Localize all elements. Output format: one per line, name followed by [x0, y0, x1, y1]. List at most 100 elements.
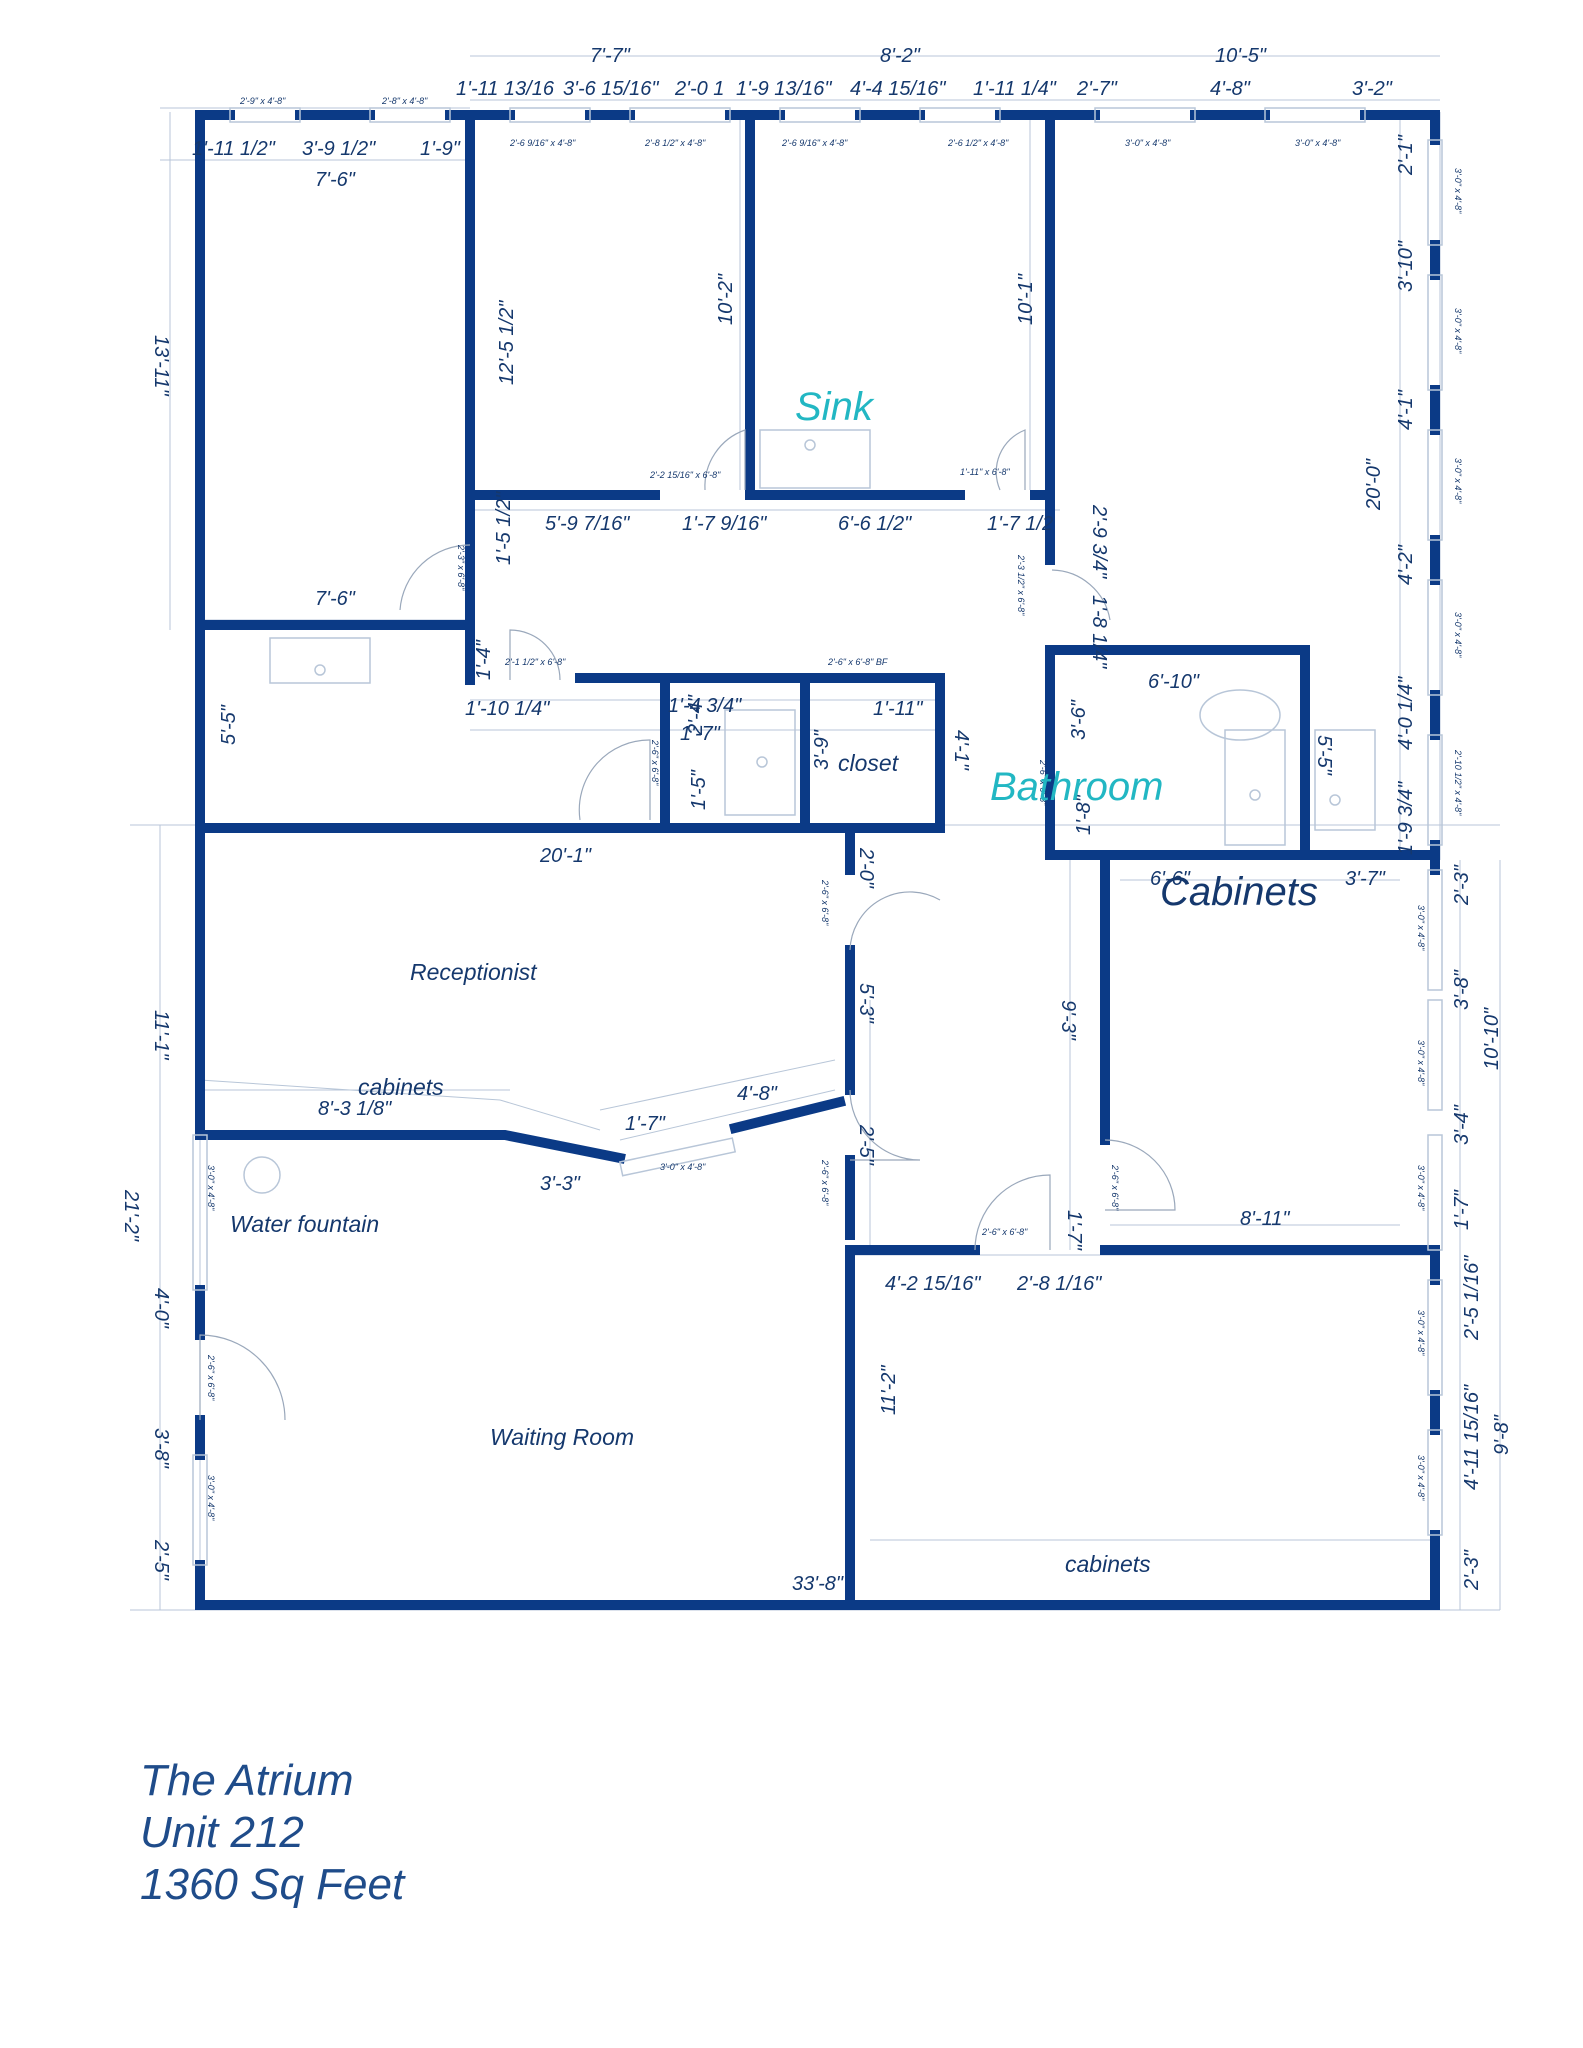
dim-room2-height: 12'-5 1/2" — [496, 300, 518, 385]
dim-small-vert-1: 1'-5 1/2" — [493, 491, 515, 565]
title-block: The Atrium Unit 212 1360 Sq Feet — [140, 1755, 740, 1911]
door-label: 2'-3 1/2" x 6'-8" — [1016, 554, 1026, 616]
dim-hall-4: 1'-7 1/2 — [987, 513, 1053, 535]
dim-right-seg-5: 4'-0 1/4" — [1395, 676, 1417, 750]
dim-diag-2: 4'-8" — [737, 1083, 778, 1105]
window-label: 3'-0" x 4'-8" — [1416, 1165, 1426, 1211]
dim-topleft-3: 1'-9" — [420, 138, 461, 160]
dim-row-5: 4'-4 15/16" — [850, 78, 946, 100]
dim-right-bottom-4: 9'-8" — [1491, 1414, 1513, 1455]
title-building: The Atrium — [140, 1756, 354, 1805]
title-area: 1360 Sq Feet — [140, 1860, 405, 1909]
dim-row-6: 1'-11 1/4" — [973, 78, 1057, 100]
dim-closet-1: 1'-11" — [873, 698, 923, 720]
door-label: 2'-3" x 6'-8" — [456, 544, 466, 591]
door-label: 2'-6" x 6'-8" — [206, 1354, 216, 1401]
dim-left-seg-2: 3'-8" — [150, 1428, 172, 1469]
dim-right-bottom-3: 2'-3" — [1461, 1549, 1483, 1591]
title-unit: Unit 212 — [140, 1808, 304, 1857]
dim-bath-1: 6'-10" — [1148, 671, 1200, 693]
dim-room1-height: 13'-11" — [150, 335, 172, 396]
door-label: 2'-1 1/2" x 6'-8" — [504, 657, 566, 667]
door-label: 2'-6" x 6'-8" — [820, 1159, 830, 1206]
dim-waiting-side: 2'-5" — [855, 1124, 877, 1166]
dim-top-1: 7'-7" — [590, 45, 631, 67]
window-label: 3'-0" x 4'-8" — [206, 1475, 216, 1521]
dim-smallbath-4: 1'-5" — [688, 769, 710, 810]
dim-top-3: 10'-5" — [1215, 45, 1267, 67]
window-label: 2'-6 9/16" x 4'-8" — [781, 138, 848, 148]
dim-cabinets: 8'-3 1/8" — [318, 1098, 392, 1120]
window-label: 2'-6 1/2" x 4'-8" — [947, 138, 1009, 148]
room-label-water-fountain: Water fountain — [230, 1211, 379, 1237]
dim-left-seg-3: 2'-5" — [150, 1539, 172, 1581]
window-label: 3'-0" x 4'-8" — [206, 1165, 216, 1211]
dim-hall-1: 5'-9 7/16" — [545, 513, 630, 535]
window-label: 2'-8 1/2" x 4'-8" — [644, 138, 706, 148]
door-label: 2'-6" x 6'-8" BF — [827, 657, 888, 667]
room-label-waiting-room: Waiting Room — [490, 1424, 634, 1450]
dim-right-seg-4: 4'-2" — [1395, 544, 1417, 585]
dim-hall-vert-2: 1'-8 1/4" — [1088, 595, 1110, 669]
room-label-bathroom: Bathroom — [990, 765, 1163, 809]
door-label: 2'-2 15/16" x 6'-8" — [649, 470, 721, 480]
dim-hall-3: 6'-6 1/2" — [838, 513, 912, 535]
door-label: 2'-6" x 6'-8" — [1038, 759, 1048, 806]
dim-bath-3: 5'-5" — [1313, 735, 1335, 776]
window-label: 3'-0" x 4'-8" — [1453, 458, 1463, 504]
spec-labels: 2'-9" x 4'-8" 2'-8" x 4'-8" 2'-6 9/16" x… — [206, 96, 1463, 1521]
dim-row-2: 3'-6 15/16" — [563, 78, 659, 100]
dim-row-9: 3'-2" — [1352, 78, 1393, 100]
dim-diag-3: 3'-3" — [540, 1173, 581, 1195]
room-label-closet: closet — [838, 750, 900, 776]
dim-right-lower-5: 1'-7" — [1451, 1189, 1473, 1230]
dim-right-lower-2: 3'-8" — [1451, 969, 1473, 1010]
windows — [192, 107, 1443, 1566]
dim-cab-5: 1'-7" — [1063, 1210, 1085, 1251]
window-label: 2'-8" x 4'-8" — [381, 96, 428, 106]
dim-row-4: 1'-9 13/16" — [736, 78, 832, 100]
room-label-sink: Sink — [795, 385, 875, 429]
dim-row-8: 4'-8" — [1210, 78, 1251, 100]
dim-reception-height: 11'-1" — [150, 1010, 172, 1060]
door-label: 2'-6" x 6'-8" — [820, 879, 830, 926]
dim-lower-3: 11'-2" — [878, 1365, 900, 1415]
dim-room2-right: 10'-2" — [715, 273, 737, 325]
dim-cab-3: 9'-3" — [1057, 1000, 1079, 1041]
dim-hall-2: 1'-7 9/16" — [682, 513, 767, 535]
window-label: 3'-0" x 4'-8" — [1416, 1040, 1426, 1086]
water-fountain-fixture — [243, 1156, 281, 1194]
dim-smallbath-1: 1'-4 3/4" — [668, 695, 742, 717]
dim-right-seg-3: 4'-1" — [1395, 389, 1417, 430]
dim-top-2: 8'-2" — [880, 45, 921, 67]
dim-smallbath-2: 1'-7" — [680, 723, 721, 745]
dim-toilet-height: 5'-5" — [218, 704, 240, 745]
room-label-cabinets-bottom: cabinets — [1065, 1551, 1151, 1577]
window-label: 3'-0" x 4'-8" — [1416, 1310, 1426, 1356]
dim-left-seg-1: 4'-0" — [150, 1288, 172, 1329]
fixtures — [243, 429, 1376, 1194]
dim-right-bottom-1: 2'-5 1/16" — [1461, 1255, 1483, 1341]
toilet-fixture — [1199, 689, 1281, 741]
dim-cab-2: 3'-7" — [1345, 868, 1386, 890]
dim-right-lower-4: 3'-4" — [1451, 1104, 1473, 1145]
dim-reception-width: 20'-1" — [539, 845, 592, 867]
dim-right-lower-3: 10'-10" — [1481, 1007, 1503, 1070]
window-label: 2'-10 1/2" x 4'-8" — [1453, 749, 1463, 816]
dim-room3-right: 10'-1" — [1015, 273, 1037, 325]
window-label: 3'-0" x 4'-8" — [1125, 138, 1171, 148]
dim-right-bottom-2: 4'-11 15/16" — [1461, 1384, 1483, 1490]
dim-topleft-1: 1'-11 1/2" — [192, 138, 276, 160]
door-label: 1'-11" x 6'-8" — [960, 467, 1010, 477]
window-label: 3'-0" x 4'-8" — [1453, 168, 1463, 214]
room-label-cabinets: Cabinets — [1160, 870, 1318, 914]
window-label: 2'-9" x 4'-8" — [239, 96, 286, 106]
dim-cab-4: 8'-11" — [1240, 1208, 1290, 1230]
dim-row-7: 2'-7" — [1076, 78, 1118, 100]
dim-lower-1: 4'-2 15/16" — [885, 1273, 981, 1295]
dim-toilet-width: 1'-10 1/4" — [465, 698, 550, 720]
dim-row-3: 2'-0 1 — [674, 78, 724, 100]
dim-reception-door: 2'-0" — [855, 847, 877, 889]
dim-cab-1: 6'-6" — [1150, 868, 1191, 890]
